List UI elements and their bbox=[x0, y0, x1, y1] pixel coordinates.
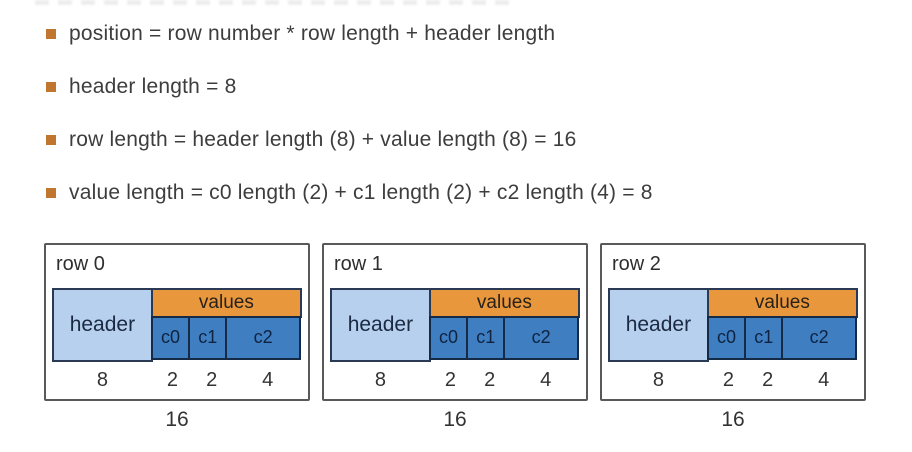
c0-size: 2 bbox=[722, 369, 734, 391]
value-cells: c0 c1 c2 bbox=[706, 315, 858, 360]
bullet-item-header-length: header length = 8 bbox=[46, 75, 653, 99]
c1-size: 2 bbox=[762, 369, 774, 391]
values-section: values c0 c1 c2 bbox=[706, 288, 858, 362]
value-sizes: 2 2 4 bbox=[431, 369, 582, 392]
c2-size: 4 bbox=[818, 369, 830, 391]
c1-size: 2 bbox=[206, 369, 218, 391]
header-block: header bbox=[52, 288, 153, 362]
value-sizes: 2 2 4 bbox=[709, 369, 860, 392]
c0-size: 2 bbox=[444, 369, 456, 391]
byte-layout: header values c0 c1 c2 bbox=[52, 288, 304, 362]
row-2-column: row 2 header values c0 c1 c2 8 2 2 4 bbox=[600, 243, 866, 432]
bullet-text: header length = 8 bbox=[69, 75, 237, 98]
row-1-box: row 1 header values c0 c1 c2 8 2 2 4 bbox=[322, 243, 588, 401]
row-total-size: 16 bbox=[165, 408, 189, 431]
row-layout-diagram: row 0 header values c0 c1 c2 8 2 2 4 bbox=[44, 243, 866, 432]
c1-size: 2 bbox=[484, 369, 496, 391]
cell-c2: c2 bbox=[225, 315, 301, 360]
value-cells: c0 c1 c2 bbox=[428, 315, 580, 360]
values-bar: values bbox=[706, 288, 858, 318]
bullet-square-icon bbox=[46, 82, 56, 92]
size-annotations: 8 2 2 4 bbox=[330, 369, 582, 392]
byte-layout: header values c0 c1 c2 bbox=[330, 288, 582, 362]
cropped-content-remnant bbox=[35, 0, 510, 5]
row-total-size: 16 bbox=[443, 408, 467, 431]
size-annotations: 8 2 2 4 bbox=[52, 369, 304, 392]
formula-bullet-list: position = row number * row length + hea… bbox=[46, 22, 653, 234]
cell-c1: c1 bbox=[744, 315, 784, 360]
c2-size: 4 bbox=[262, 369, 274, 391]
cell-c1: c1 bbox=[466, 315, 506, 360]
value-sizes: 2 2 4 bbox=[153, 369, 304, 392]
cell-c2: c2 bbox=[781, 315, 857, 360]
c0-size: 2 bbox=[166, 369, 178, 391]
values-section: values c0 c1 c2 bbox=[150, 288, 302, 362]
row-total-size: 16 bbox=[721, 408, 745, 431]
header-size: 8 bbox=[374, 369, 386, 391]
values-bar: values bbox=[428, 288, 580, 318]
c2-size: 4 bbox=[540, 369, 552, 391]
cell-c0: c0 bbox=[428, 315, 469, 360]
row-label: row 0 bbox=[56, 253, 105, 275]
cell-c0: c0 bbox=[150, 315, 191, 360]
row-1-column: row 1 header values c0 c1 c2 8 2 2 4 bbox=[322, 243, 588, 432]
bullet-text: position = row number * row length + hea… bbox=[69, 22, 556, 45]
size-annotations: 8 2 2 4 bbox=[608, 369, 860, 392]
bullet-square-icon bbox=[46, 29, 56, 39]
values-section: values c0 c1 c2 bbox=[428, 288, 580, 362]
row-2-box: row 2 header values c0 c1 c2 8 2 2 4 bbox=[600, 243, 866, 401]
header-block: header bbox=[608, 288, 709, 362]
bullet-text: row length = header length (8) + value l… bbox=[69, 128, 577, 151]
value-cells: c0 c1 c2 bbox=[150, 315, 302, 360]
bullet-item-value-length: value length = c0 length (2) + c1 length… bbox=[46, 181, 653, 205]
row-0-box: row 0 header values c0 c1 c2 8 2 2 4 bbox=[44, 243, 310, 401]
header-block: header bbox=[330, 288, 431, 362]
row-0-column: row 0 header values c0 c1 c2 8 2 2 4 bbox=[44, 243, 310, 432]
header-size: 8 bbox=[96, 369, 108, 391]
bullet-item-position: position = row number * row length + hea… bbox=[46, 22, 653, 46]
cell-c1: c1 bbox=[188, 315, 228, 360]
byte-layout: header values c0 c1 c2 bbox=[608, 288, 860, 362]
bullet-text: value length = c0 length (2) + c1 length… bbox=[69, 181, 653, 204]
cell-c2: c2 bbox=[503, 315, 579, 360]
header-size: 8 bbox=[652, 369, 664, 391]
bullet-square-icon bbox=[46, 188, 56, 198]
cell-c0: c0 bbox=[706, 315, 747, 360]
values-bar: values bbox=[150, 288, 302, 318]
row-label: row 2 bbox=[612, 253, 661, 275]
row-label: row 1 bbox=[334, 253, 383, 275]
bullet-item-row-length: row length = header length (8) + value l… bbox=[46, 128, 653, 152]
bullet-square-icon bbox=[46, 135, 56, 145]
